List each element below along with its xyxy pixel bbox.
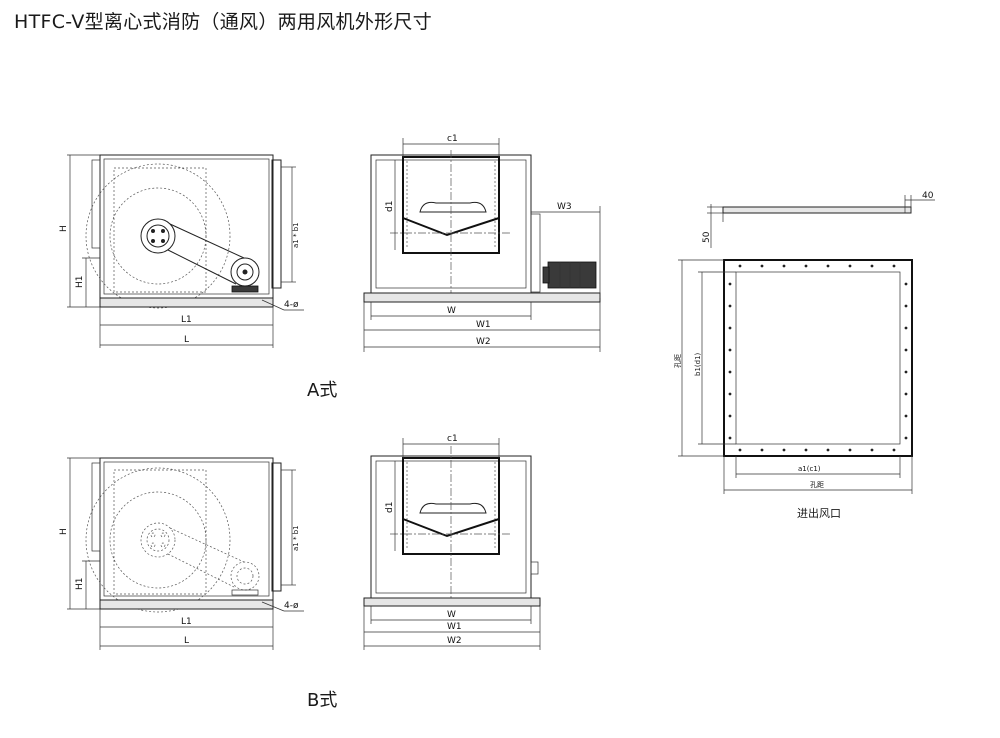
dim-h-b: H — [59, 528, 69, 535]
dim-w: W — [447, 306, 456, 316]
flange-side-label-b: a1 * b1 — [292, 525, 300, 551]
dim-w2-b: W2 — [447, 636, 462, 646]
dim-40: 40 — [922, 191, 934, 201]
side-view-type-a: a1 * b1 H H1 4-ø L1 L — [59, 154, 304, 348]
dim-l1: L1 — [181, 315, 192, 325]
dim-c1-b: c1 — [447, 434, 458, 444]
dim-c1: c1 — [447, 134, 458, 144]
dim-a1-c1: a1(c1) — [798, 465, 821, 473]
dim-h1: H1 — [75, 276, 85, 289]
holes-label-b: 4-ø — [284, 601, 299, 611]
front-view-type-b: c1 d1 W W1 W2 — [363, 434, 541, 650]
dim-l: L — [184, 335, 189, 345]
dim-w-b: W — [447, 610, 456, 620]
caption-outlet: 进出风口 — [797, 507, 841, 520]
dim-l1-b: L1 — [181, 617, 192, 627]
dim-w3: W3 — [557, 202, 572, 212]
holes-label: 4-ø — [284, 300, 299, 310]
dim-w2: W2 — [476, 337, 491, 347]
page-title: HTFC-V型离心式消防（通风）两用风机外形尺寸 — [14, 11, 433, 33]
dim-50: 50 — [702, 231, 712, 243]
flange-bolt-holes — [728, 264, 908, 452]
outlet-flange-view: 50 40 孔距 — [674, 191, 935, 494]
hole-pitch-label-vertical: 孔距 — [674, 354, 682, 368]
dim-d1: d1 — [385, 201, 395, 212]
dim-w1-b: W1 — [447, 622, 462, 632]
dim-l-b: L — [184, 636, 189, 646]
caption-type-b: B式 — [307, 690, 338, 711]
dim-w1: W1 — [476, 320, 491, 330]
front-view-type-a: c1 d1 W3 W W1 W2 — [363, 134, 601, 352]
caption-type-a: A式 — [307, 380, 338, 401]
dim-h: H — [59, 225, 69, 232]
side-view-type-b: a1 * b1 H H1 4-ø L1 L — [59, 457, 304, 650]
dim-b1-d1: b1(d1) — [694, 352, 702, 376]
dim-d1-b: d1 — [385, 502, 395, 513]
dim-h1-b: H1 — [75, 578, 85, 591]
hole-pitch-label-horizontal: 孔距 — [810, 481, 824, 489]
flange-side-label: a1 * b1 — [292, 222, 300, 248]
